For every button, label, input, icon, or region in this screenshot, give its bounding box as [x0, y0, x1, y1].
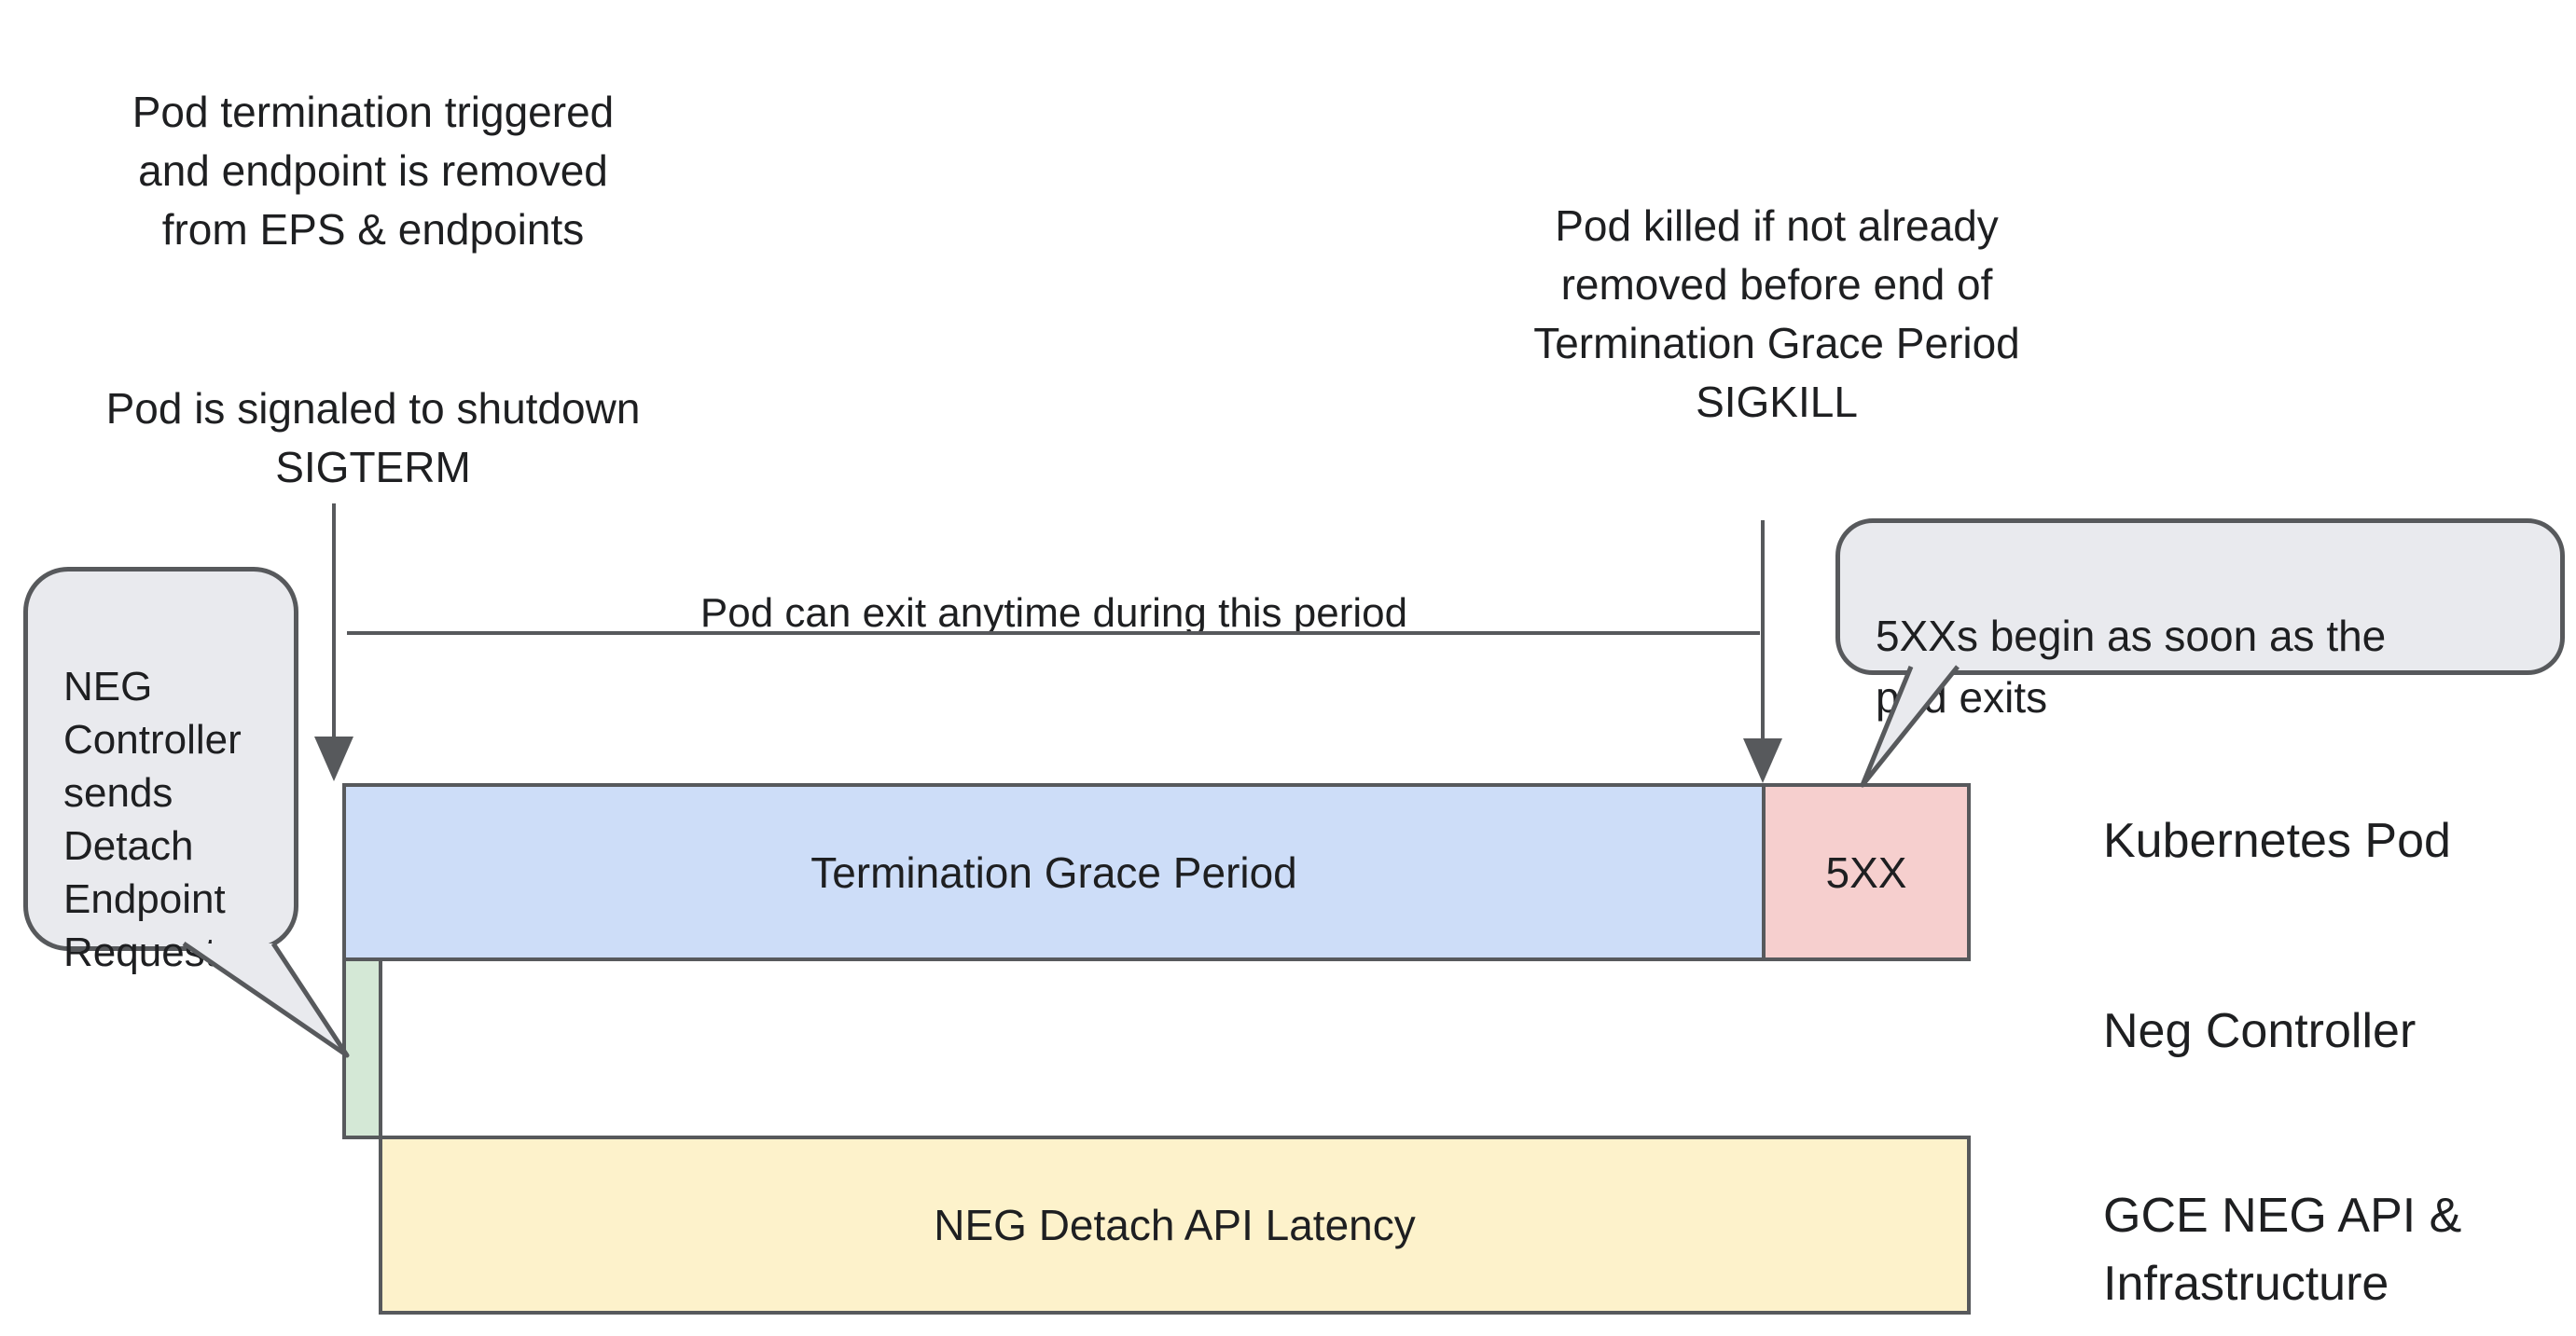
callout-neg-controller-detach-text: NEG Controller sends Detach Endpoint Req…	[63, 664, 242, 975]
annotation-pod-killed-text: Pod killed if not already removed before…	[1533, 201, 2020, 426]
bar-neg-detach-api-latency-label: NEG Detach API Latency	[934, 1201, 1416, 1249]
sigkill-arrowhead-icon	[1743, 738, 1782, 783]
callout-5xx-begin: 5XXs begin as soon as the pod exits	[1835, 518, 2565, 722]
row-label-gce-neg-api: GCE NEG API & Infrastructure	[2103, 1189, 2462, 1311]
row-label-neg-controller: Neg Controller	[2103, 1004, 2417, 1058]
bar-termination-grace-period: Termination Grace Period	[342, 783, 1766, 961]
bar-termination-grace-period-label: Termination Grace Period	[810, 847, 1297, 897]
label-exit-period: Pod can exit anytime during this period	[699, 590, 1408, 636]
callout-5xx-begin-text: 5XXs begin as soon as the pod exits	[1876, 612, 2387, 722]
annotation-pod-termination-text: Pod termination triggered and endpoint i…	[132, 88, 615, 254]
row-label-kubernetes-pod: Kubernetes Pod	[2103, 814, 2451, 868]
bar-5xx: 5XX	[1762, 783, 1971, 961]
bar-neg-detach-request	[342, 957, 382, 1139]
bar-5xx-label: 5XX	[1825, 847, 1907, 897]
bar-neg-detach-api-latency: NEG Detach API Latency	[379, 1136, 1971, 1315]
annotation-pod-killed: Pod killed if not already removed before…	[1488, 138, 2066, 490]
sigterm-arrowhead-icon	[314, 737, 353, 781]
annotation-pod-termination: Pod termination triggered and endpoint i…	[37, 24, 709, 556]
callout-neg-controller-detach: NEG Controller sends Detach Endpoint Req…	[23, 567, 298, 975]
annotation-pod-signaled-text: Pod is signaled to shutdown SIGTERM	[105, 384, 641, 491]
